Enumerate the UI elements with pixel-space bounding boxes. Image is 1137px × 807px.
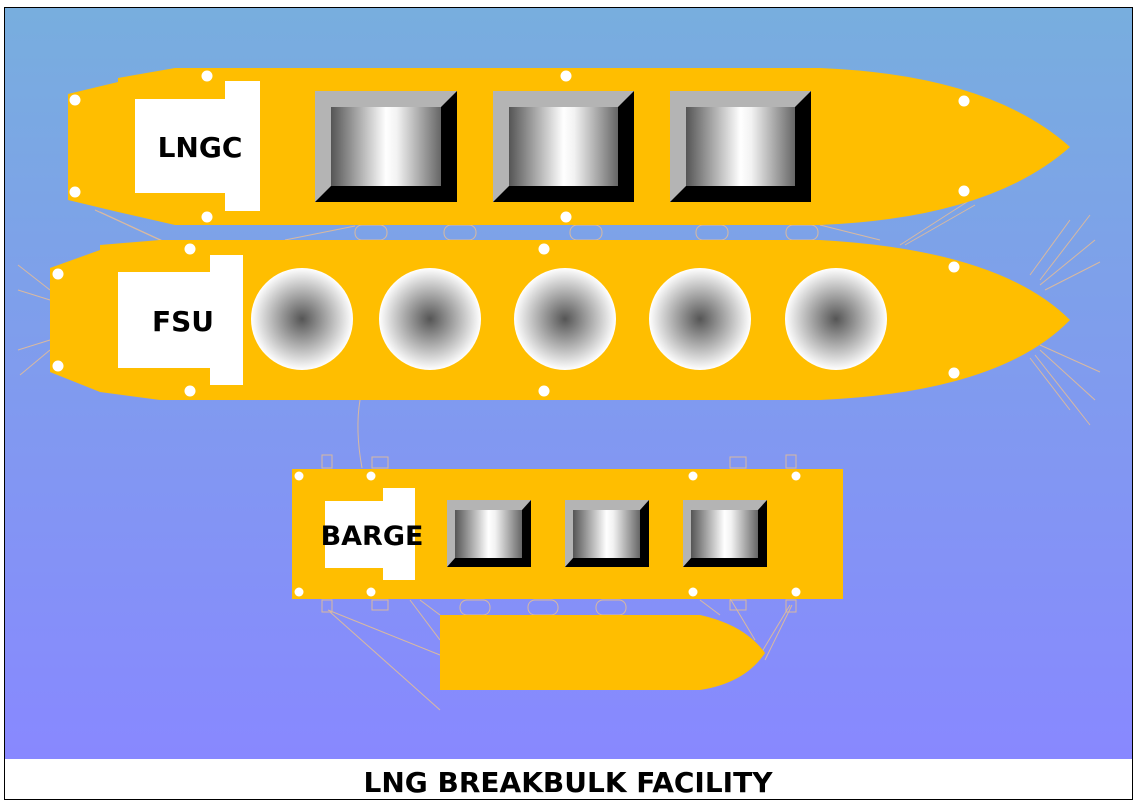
lngc-bollards (69, 70, 970, 223)
mooring-lines (17, 199, 1101, 711)
barge-tank (683, 500, 767, 567)
frame (4, 7, 1133, 800)
fsu-superstructure (118, 255, 243, 385)
fsu-bollards (52, 243, 960, 397)
small-vessel-hull (440, 615, 765, 690)
fsu-vessel: FSU (50, 240, 1070, 400)
fsu-spherical-tank (649, 268, 751, 370)
lngc-tank (315, 91, 457, 202)
lngc-vessel: LNGC (68, 68, 1070, 225)
barge-label: BARGE (321, 521, 424, 552)
lngc-tank (670, 91, 811, 202)
barge-vessel: BARGE (292, 469, 843, 599)
fsu-spherical-tank (251, 268, 353, 370)
fsu-spherical-tank (785, 268, 887, 370)
lngc-superstructure (135, 81, 260, 211)
caption-band (4, 759, 1133, 800)
lngc-tank (493, 91, 634, 202)
barge-bollards (294, 471, 801, 597)
fsu-spherical-tank (379, 268, 481, 370)
fsu-spherical-tank (514, 268, 616, 370)
diagram-title: LNG BREAKBULK FACILITY (364, 766, 774, 799)
lngc-label: LNGC (158, 131, 243, 164)
barge-tank (565, 500, 649, 567)
barge-superstructure (325, 488, 415, 580)
fsu-label: FSU (152, 305, 214, 338)
barge-tank (447, 500, 531, 567)
